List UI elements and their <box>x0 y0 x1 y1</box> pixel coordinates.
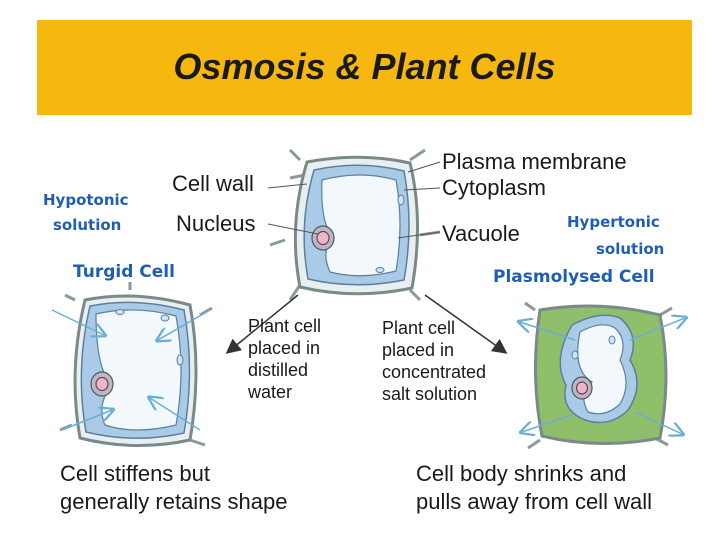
outward-water-arrows <box>520 318 685 434</box>
right-caption-line-4: salt solution <box>382 384 478 404</box>
vacuole <box>321 174 401 277</box>
right-caption-line-3: concentrated <box>382 362 487 382</box>
left-caption-line-4: water <box>248 382 293 402</box>
left-caption-line-1: Plant cell <box>248 316 322 336</box>
left-caption-line-3: distilled <box>248 360 309 380</box>
turgid-cell-label: Turgid Cell <box>73 262 175 282</box>
right-result-line-1: Cell body shrinks and <box>416 461 627 486</box>
hypertonic-label-line-1: Hypertonic <box>567 213 660 231</box>
nucleus <box>311 225 335 251</box>
inward-water-arrows <box>51 309 211 431</box>
shrunken-vacuole <box>577 324 627 415</box>
label-vacuole: Vacuole <box>442 221 520 246</box>
left-result-line-1: Cell stiffens but <box>60 461 211 486</box>
right-caption-line-2: placed in <box>382 340 455 360</box>
right-caption-line-1: Plant cell <box>382 318 456 338</box>
label-cell-wall: Cell wall <box>172 171 254 196</box>
arrow-to-turgid <box>225 294 299 354</box>
label-plasma-membrane: Plasma membrane <box>442 149 627 174</box>
left-result-line-2: generally retains shape <box>60 489 288 514</box>
hypotonic-label-line-1: Hypotonic <box>43 191 129 209</box>
hypotonic-label-line-2: solution <box>53 216 122 234</box>
label-cytoplasm: Cytoplasm <box>442 175 546 200</box>
arrow-to-plasmolysed <box>424 294 508 354</box>
turgid-cell <box>51 282 213 448</box>
central-plant-cell <box>267 148 441 302</box>
right-result-line-2: pulls away from cell wall <box>416 489 652 514</box>
title-bar: Osmosis & Plant Cells <box>37 20 692 115</box>
plasmolysed-cell-label: Plasmolysed Cell <box>493 267 655 287</box>
page-title: Osmosis & Plant Cells <box>173 46 556 87</box>
hypertonic-label-line-2: solution <box>596 240 665 258</box>
label-nucleus: Nucleus <box>176 211 256 236</box>
left-caption-line-2: placed in <box>248 338 321 358</box>
plasmolysed-cell <box>520 301 685 450</box>
